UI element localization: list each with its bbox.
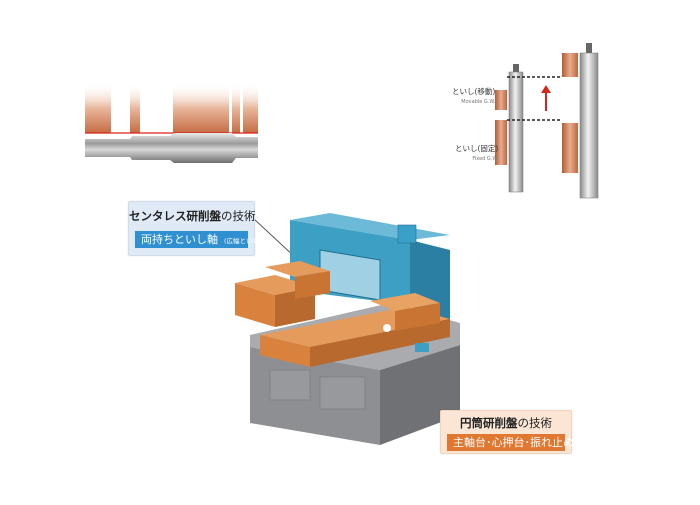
orange-head-left-front xyxy=(235,283,275,327)
left-movable-wheel xyxy=(495,90,507,110)
left-shaft-cap xyxy=(513,64,519,72)
orange-table-side xyxy=(310,319,450,367)
left-fixed-wheel xyxy=(495,120,507,165)
centerless-title-rest: の技術 xyxy=(221,209,256,223)
orange-head-mid-top xyxy=(265,261,330,277)
centerless-title-bold: センタレス研削盤 xyxy=(129,209,221,223)
centerless-grinder-callout: センタレス研削盤の技術 両持ちといし軸 (広幅といし) xyxy=(128,201,262,256)
movable-gw-label-en: Movable G.W. xyxy=(461,99,496,105)
movable-gw-label-jp: といし(移動) xyxy=(452,87,496,96)
orange-head-mid-front xyxy=(295,271,330,299)
centerless-subtitle-text: 両持ちといし軸 xyxy=(141,233,218,246)
centerless-subtitle-note: (広幅といし) xyxy=(224,237,262,245)
cylindrical-callout-title: 円筒研削盤の技術 xyxy=(441,415,571,431)
cylindrical-title-rest: の技術 xyxy=(517,416,553,430)
move-arrow-icon xyxy=(541,85,551,93)
wheel-block-5 xyxy=(243,83,258,133)
left-shaft xyxy=(508,71,524,193)
cylindrical-callout-subtitle: 主軸台･心押台･振れ止め xyxy=(447,434,574,451)
fixed-gw-label: といし(固定) Fixed G.W. xyxy=(455,143,498,162)
blue-motor xyxy=(397,224,417,244)
fixed-gw-label-en: Fixed G.W. xyxy=(472,156,499,162)
small-blue-part xyxy=(415,343,429,352)
right-fixed-wheel xyxy=(562,123,578,173)
wheel-shaft-diagram xyxy=(85,83,258,163)
wheel-block-2 xyxy=(130,83,140,133)
right-movable-wheel xyxy=(562,53,578,77)
wheel-block-4 xyxy=(232,83,240,133)
orange-table-front xyxy=(260,335,310,367)
orange-headstock-front xyxy=(395,303,440,331)
cylindrical-title-bold: 円筒研削盤 xyxy=(460,416,518,430)
cylindrical-subtitle-text: 主軸台･心押台･振れ止め xyxy=(453,436,574,449)
wheel-block-1 xyxy=(85,83,111,133)
grinding-wheel-motion-diagram xyxy=(495,43,599,199)
fixed-gw-label-jp: といし(固定) xyxy=(455,144,499,153)
cylindrical-wheel-dot xyxy=(383,324,391,332)
right-shaft-cap xyxy=(586,43,592,53)
cylindrical-grinder-callout: 円筒研削盤の技術 主軸台･心押台･振れ止め xyxy=(440,410,574,454)
right-shaft xyxy=(579,52,599,199)
movable-gw-label: といし(移動) Movable G.W. xyxy=(452,86,495,105)
base-panel-2 xyxy=(319,376,366,410)
grinding-machine-illustration xyxy=(235,213,460,445)
wheel-block-3 xyxy=(173,83,229,133)
centerless-callout-title: センタレス研削盤の技術 xyxy=(129,208,256,224)
centerless-wheel-dot xyxy=(339,298,347,306)
centerless-callout-subtitle: 両持ちといし軸 (広幅といし) xyxy=(135,231,262,248)
base-panel-1 xyxy=(269,369,311,401)
orange-headstock xyxy=(370,293,440,311)
workpiece-shaft xyxy=(85,133,258,163)
